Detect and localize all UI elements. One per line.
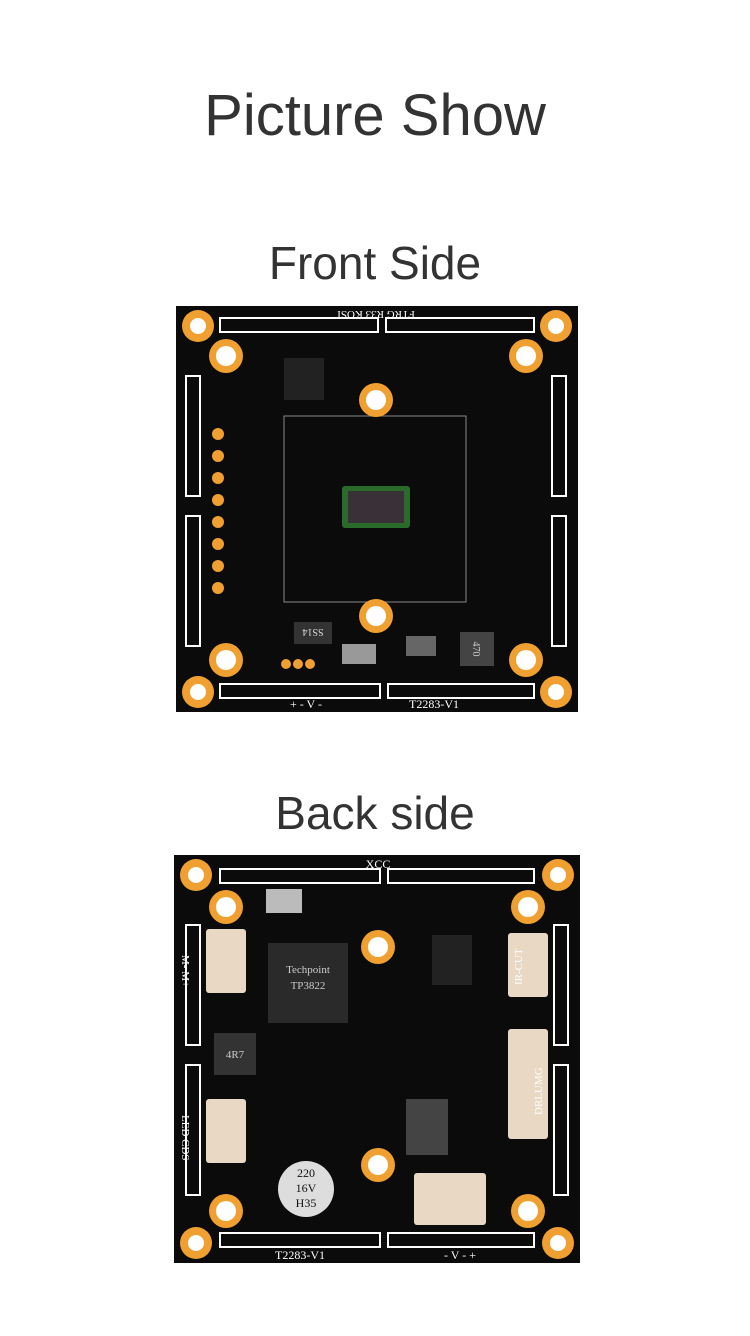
- svg-text:XCC: XCC: [366, 857, 391, 871]
- svg-text:TP3822: TP3822: [291, 980, 326, 992]
- front-silk-ss14: SS14: [302, 626, 323, 637]
- back-pcb-image: Techpoint TP3822 4R7 220 16V H35 XCC M- …: [174, 855, 580, 1263]
- svg-text:DRLUMG: DRLUMG: [533, 1067, 545, 1115]
- svg-text:H35: H35: [296, 1196, 317, 1210]
- front-side-heading: Front Side: [268, 237, 482, 289]
- svg-text:220: 220: [297, 1166, 315, 1180]
- front-pcb-image: SS14 470 FTRG R33 KOSI + - V - T2283-V1: [176, 306, 578, 712]
- page-title: Picture Show: [204, 83, 546, 148]
- svg-text:T2283-V1: T2283-V1: [275, 1248, 325, 1262]
- back-side-heading: Back side: [275, 787, 475, 839]
- front-silk-top: FTRG R33 KOSI: [337, 308, 415, 320]
- svg-text:- V - +: - V - +: [444, 1248, 476, 1262]
- svg-text:IR-CUT: IR-CUT: [513, 948, 525, 985]
- svg-text:4R7: 4R7: [226, 1049, 245, 1061]
- svg-text:+ - V -: + - V -: [290, 697, 322, 711]
- svg-text:Techpoint: Techpoint: [286, 964, 330, 976]
- svg-text:16V: 16V: [296, 1181, 317, 1195]
- svg-text:LED CDS: LED CDS: [179, 1115, 191, 1161]
- svg-text:M- M+: M- M+: [179, 955, 191, 987]
- front-silk-470: 470: [470, 642, 481, 657]
- svg-text:T2283-V1: T2283-V1: [409, 697, 459, 711]
